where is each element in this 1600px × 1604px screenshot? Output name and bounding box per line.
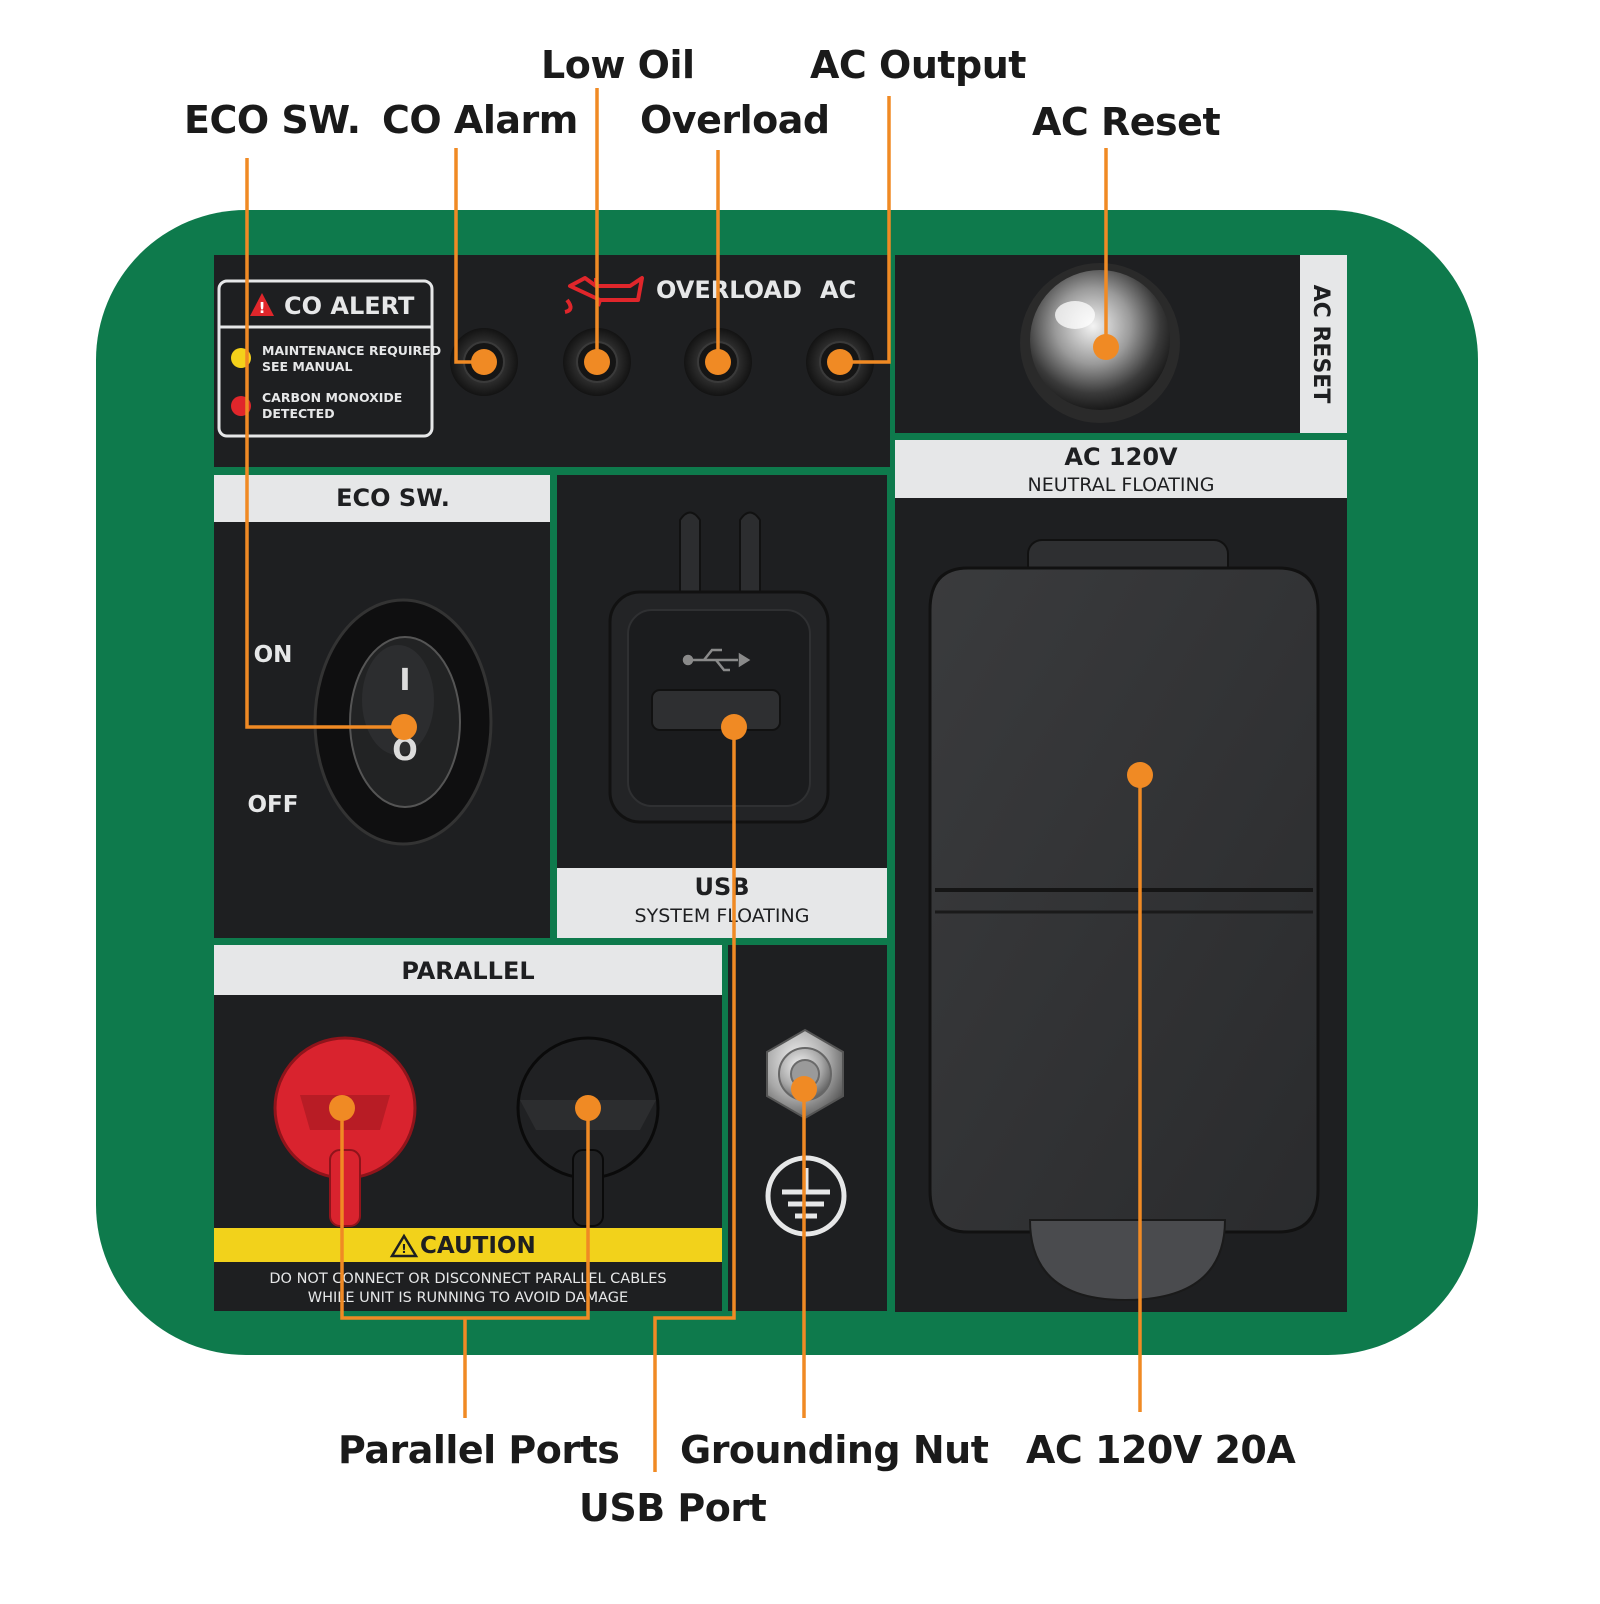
co-alarm-led xyxy=(450,328,518,396)
carbon-indicator-icon xyxy=(231,396,251,416)
maintenance-text-2: SEE MANUAL xyxy=(262,359,352,374)
callout-low-oil: Low Oil xyxy=(541,43,695,87)
co-alert-title: CO ALERT xyxy=(284,292,415,320)
svg-text:!: ! xyxy=(401,1242,406,1256)
parallel-title: PARALLEL xyxy=(401,957,534,985)
overload-label: OVERLOAD xyxy=(656,276,802,304)
parallel-label-strip xyxy=(214,945,722,995)
ac-outlet-cover[interactable] xyxy=(928,539,1320,1302)
ac-output-led xyxy=(806,328,874,396)
ac-label: AC xyxy=(820,276,856,304)
callout-ac-reset: AC Reset xyxy=(1032,100,1221,144)
overload-led xyxy=(684,328,752,396)
ac120-label-strip xyxy=(895,440,1347,498)
eco-rocker-switch[interactable]: I O xyxy=(313,598,493,846)
callout-overload: Overload xyxy=(640,98,830,142)
callout-eco-sw: ECO SW. xyxy=(184,98,361,142)
low-oil-led xyxy=(563,328,631,396)
on-label: ON xyxy=(254,642,293,668)
callout-grounding-nut: Grounding Nut xyxy=(680,1428,989,1472)
usb-subtitle: SYSTEM FLOATING xyxy=(635,905,810,927)
carbon-text-2: DETECTED xyxy=(262,406,335,421)
usb-title: USB xyxy=(694,873,749,901)
off-label: OFF xyxy=(248,792,299,818)
maintenance-text: MAINTENANCE REQUIRED xyxy=(262,343,441,358)
callout-ac-output: AC Output xyxy=(810,43,1026,87)
ac-reset-button[interactable] xyxy=(1020,263,1180,423)
caution-title: CAUTION xyxy=(420,1233,536,1259)
callout-ac-120v-20a: AC 120V 20A xyxy=(1026,1428,1296,1472)
ac120-title: AC 120V xyxy=(1064,443,1178,471)
grounding-nut[interactable] xyxy=(766,1028,844,1120)
switch-on-symbol: I xyxy=(399,663,410,698)
eco-title: ECO SW. xyxy=(336,484,450,512)
ac-reset-label-strip xyxy=(1300,255,1347,433)
caution-line-2: WHILE UNIT IS RUNNING TO AVOID DAMAGE xyxy=(308,1290,628,1306)
callout-parallel-ports: Parallel Ports xyxy=(338,1428,620,1472)
switch-off-symbol: O xyxy=(392,733,418,768)
callout-usb-port: USB Port xyxy=(579,1486,767,1530)
carbon-text: CARBON MONOXIDE xyxy=(262,390,402,405)
ac120-subtitle: NEUTRAL FLOATING xyxy=(1028,474,1215,496)
ground-symbol-icon xyxy=(765,1155,847,1237)
maintenance-indicator-icon xyxy=(231,348,251,368)
ground-section xyxy=(728,945,887,1311)
ac-reset-label: AC RESET xyxy=(1308,285,1333,404)
usb-icon xyxy=(682,648,751,672)
callout-co-alarm: CO Alarm xyxy=(382,98,578,142)
svg-text:!: ! xyxy=(259,299,266,317)
caution-line-1: DO NOT CONNECT OR DISCONNECT PARALLEL CA… xyxy=(269,1271,666,1287)
